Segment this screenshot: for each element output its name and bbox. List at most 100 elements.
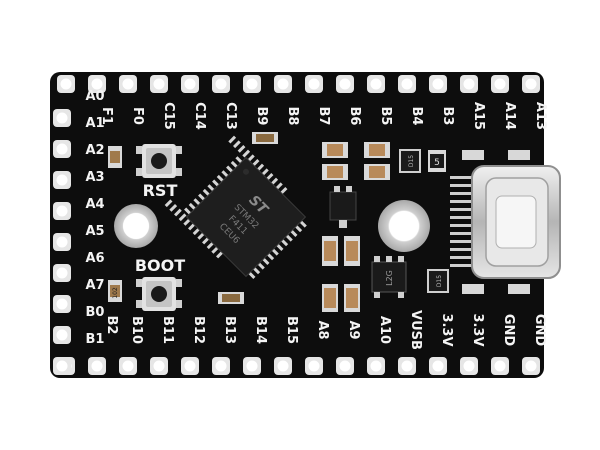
pin-label-a14: A14 bbox=[502, 102, 517, 130]
pin-pad bbox=[522, 357, 540, 375]
pin-pad bbox=[398, 357, 416, 375]
pin-pad bbox=[491, 75, 509, 93]
pin-pad bbox=[150, 75, 168, 93]
pin-label-b12: B12 bbox=[191, 316, 206, 344]
pin-pad bbox=[212, 75, 230, 93]
pin-label-3.3v: 3.3V bbox=[439, 313, 454, 346]
pin-pad bbox=[274, 357, 292, 375]
pin-pad bbox=[460, 357, 478, 375]
pin-pad bbox=[305, 75, 323, 93]
pin-pad bbox=[119, 75, 137, 93]
pin-label-b7: B7 bbox=[316, 107, 331, 126]
pin-label-b14: B14 bbox=[253, 316, 268, 344]
ldo-marking: L2G bbox=[385, 270, 394, 286]
pin-label-a15: A15 bbox=[471, 102, 486, 130]
pin-label-b11: B11 bbox=[160, 316, 175, 344]
pin-pad bbox=[88, 357, 106, 375]
usb-c-port[interactable] bbox=[450, 150, 561, 294]
pin-label-b13: B13 bbox=[222, 316, 237, 344]
pin-pad bbox=[57, 75, 75, 93]
pin-label-b4: B4 bbox=[409, 107, 424, 126]
pin-pad bbox=[53, 357, 71, 375]
small-ic-marking: 102 bbox=[112, 287, 119, 299]
pin-pad bbox=[181, 357, 199, 375]
pin-label-a2: A2 bbox=[85, 143, 104, 158]
boot-label: BOOT bbox=[135, 256, 185, 275]
pin-pad bbox=[53, 264, 71, 282]
cap-marking: 5 bbox=[434, 158, 440, 168]
pin-pad bbox=[53, 202, 71, 220]
pin-label-b10: B10 bbox=[129, 316, 144, 344]
pin-label-b1: B1 bbox=[86, 332, 105, 347]
pin-label-a13: A13 bbox=[533, 102, 548, 130]
pin-pad bbox=[53, 109, 71, 127]
pin-pad bbox=[491, 357, 509, 375]
rst-label: RST bbox=[143, 181, 178, 200]
pin-label-a10: A10 bbox=[377, 316, 392, 344]
pin-label-c15: C15 bbox=[161, 102, 176, 130]
pin-pad bbox=[88, 75, 106, 93]
boot-button[interactable] bbox=[136, 277, 182, 311]
pin-pad bbox=[429, 75, 447, 93]
pin-pad bbox=[53, 233, 71, 251]
top-pin-labels: F1 F0 C15 C14 C13 B9 B8 B7 B6 B5 B4 B3 A15 A14 A13 bbox=[99, 102, 548, 130]
pin-pad bbox=[53, 326, 71, 344]
mounting-hole-left bbox=[114, 204, 158, 248]
pin-label-a9: A9 bbox=[346, 320, 361, 339]
pin-pad bbox=[53, 295, 71, 313]
pin-label-a1: A1 bbox=[85, 116, 104, 131]
bottom-pin-labels: B10 B11 B12 B13 B14 B15 A8 A9 A10 VUSB 3.3V 3.3V GND… bbox=[129, 310, 547, 350]
pin-label-a6: A6 bbox=[85, 251, 104, 266]
pin-pad bbox=[53, 140, 71, 158]
pin-label-a5: A5 bbox=[85, 224, 104, 239]
pin-pad bbox=[305, 357, 323, 375]
pin-label-b15: B15 bbox=[284, 316, 299, 344]
pin-label-b2: B2 bbox=[104, 316, 119, 335]
pin-label-a8: A8 bbox=[315, 320, 330, 339]
pin-pad bbox=[181, 75, 199, 93]
pin-pad bbox=[150, 357, 168, 375]
pin-pad bbox=[53, 171, 71, 189]
pin-label-b9: B9 bbox=[254, 107, 269, 126]
pin-label-b5: B5 bbox=[378, 107, 393, 126]
pin-pad bbox=[398, 75, 416, 93]
pin-pad bbox=[336, 357, 354, 375]
pin-label-a7: A7 bbox=[85, 278, 104, 293]
diode-marking-2: D15 bbox=[436, 275, 443, 287]
pin-label-f0: F0 bbox=[130, 107, 145, 125]
pin-pad bbox=[243, 75, 261, 93]
smd-components: 102 L2G D15 bbox=[108, 132, 449, 312]
pin-pad bbox=[367, 357, 385, 375]
pin-pad bbox=[336, 75, 354, 93]
pin-label-gnd: GND bbox=[532, 314, 547, 347]
pin-pad bbox=[119, 357, 137, 375]
pin-pad bbox=[243, 357, 261, 375]
diode-marking: D15 bbox=[408, 155, 415, 167]
pin-label-b8: B8 bbox=[285, 107, 300, 126]
pin-label-b3: B3 bbox=[440, 107, 455, 126]
pin-pad bbox=[212, 357, 230, 375]
pin-label-3.3v: 3.3V bbox=[470, 313, 485, 346]
mcu-chip: ST STM32 F411 CEU6 bbox=[164, 135, 307, 279]
pin-label-a0: A0 bbox=[85, 89, 104, 104]
pin-label-b0: B0 bbox=[86, 305, 105, 320]
pin-label-vusb: VUSB bbox=[408, 310, 423, 350]
pin-pad bbox=[429, 357, 447, 375]
pin-pad bbox=[460, 75, 478, 93]
pin-label-c14: C14 bbox=[192, 102, 207, 130]
pin-label-c13: C13 bbox=[223, 102, 238, 130]
pin-label-a4: A4 bbox=[85, 197, 104, 212]
reset-button[interactable] bbox=[136, 144, 182, 178]
pin-label-b6: B6 bbox=[347, 107, 362, 126]
pin-pad bbox=[274, 75, 292, 93]
pin-label-gnd: GND bbox=[501, 314, 516, 347]
pin-pad bbox=[522, 75, 540, 93]
pin-headers bbox=[53, 75, 540, 375]
pin-label-f1: F1 bbox=[99, 107, 114, 125]
pin-pad bbox=[367, 75, 385, 93]
pin-label-a3: A3 bbox=[85, 170, 104, 185]
mounting-hole-right bbox=[378, 200, 430, 252]
